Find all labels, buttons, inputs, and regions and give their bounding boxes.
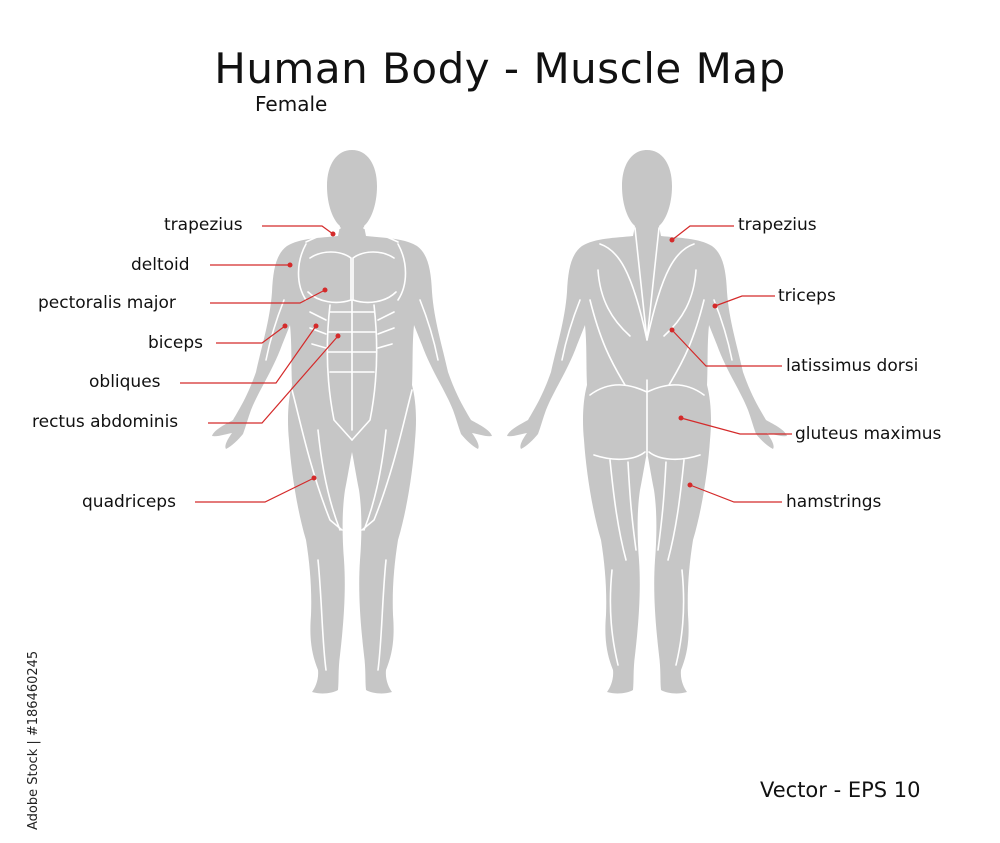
front-leader-lines [180, 225, 341, 503]
label-pectoralis-major: pectoralis major [38, 293, 176, 313]
leader-latissimus [671, 329, 782, 367]
leader-pectoralis [210, 289, 326, 304]
stock-watermark: Adobe Stock | #186460245 [6, 600, 41, 830]
label-latissimus-dorsi: latissimus dorsi [786, 356, 919, 376]
diagram-title: Human Body - Muscle Map [214, 44, 786, 93]
leader-biceps [216, 325, 286, 344]
leader-hamstrings [689, 484, 782, 503]
front-body-figure [212, 150, 492, 694]
label-quadriceps: quadriceps [82, 492, 176, 512]
leader-trapezius-front [262, 225, 334, 235]
label-trapezius-front: trapezius [164, 215, 243, 235]
leader-triceps [714, 295, 775, 307]
label-biceps: biceps [148, 333, 203, 353]
leader-gluteus [680, 417, 792, 435]
label-hamstrings: hamstrings [786, 492, 882, 512]
leader-trapezius-back [671, 225, 734, 241]
leader-obliques [180, 325, 317, 384]
diagram-subtitle: Female [255, 92, 328, 116]
stock-id-text: Adobe Stock | #186460245 [26, 650, 41, 830]
label-deltoid: deltoid [131, 255, 190, 275]
label-rectus-abdominis: rectus abdominis [32, 412, 179, 432]
label-triceps: triceps [778, 286, 836, 306]
label-obliques: obliques [89, 372, 161, 392]
footer-vector-eps: Vector - EPS 10 [760, 778, 921, 802]
leader-quadriceps [195, 477, 315, 503]
back-leader-lines [669, 225, 792, 503]
leader-rectus [208, 335, 339, 424]
label-gluteus-maximus: gluteus maximus [795, 424, 942, 444]
label-trapezius-back: trapezius [738, 215, 817, 235]
